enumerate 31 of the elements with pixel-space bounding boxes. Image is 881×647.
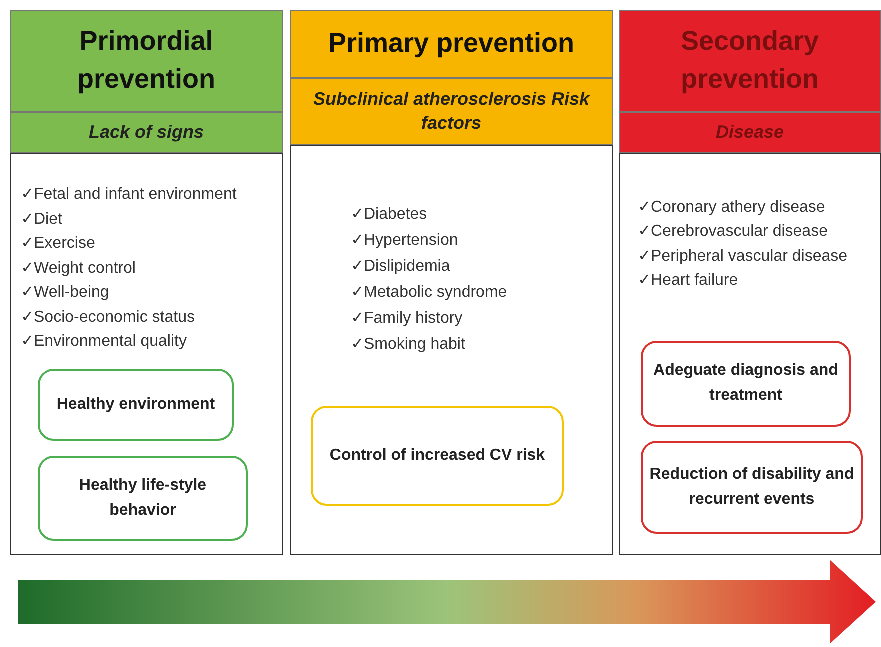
checklist-item: ✓Diabetes (351, 205, 428, 224)
subheader-band: Disease (619, 112, 881, 153)
checklist-item: ✓Dislipidemia (351, 257, 450, 276)
column-panel (10, 153, 283, 555)
checklist-item: ✓Metabolic syndrome (351, 283, 508, 302)
checklist-item: ✓Heart failure (638, 270, 738, 290)
checklist-item: ✓Fetal and infant environment (21, 185, 237, 204)
checklist-item: ✓Coronary athery disease (638, 198, 826, 217)
header-band: Primary prevention (290, 10, 613, 78)
checklist-item: ✓Smoking habit (351, 335, 466, 354)
outcome-box: Adeguate diagnosis and treatment (641, 341, 851, 427)
checklist-item: ✓Socio-economic status (21, 308, 195, 326)
outcome-box: Healthy environment (38, 369, 234, 441)
checklist-item: ✓Hypertension (351, 231, 458, 250)
header-band: Primordial prevention (10, 10, 283, 112)
checklist-item: ✓Weight control (21, 258, 136, 278)
subheader-band: Subclinical atherosclerosis Risk factors (290, 78, 613, 145)
column-panel (290, 145, 613, 555)
header-band: Secondary prevention (619, 10, 881, 112)
checklist-item: ✓Diet (21, 210, 62, 228)
checklist-item: ✓Well-being (21, 283, 110, 302)
outcome-box: Reduction of disability and recurrent events (641, 441, 863, 534)
checklist-item: ✓Family history (351, 309, 463, 328)
checklist-item: ✓Cerebrovascular disease (638, 222, 828, 242)
subheader-band: Lack of signs (10, 112, 283, 153)
checklist-item: ✓Exercise (21, 234, 96, 253)
checklist-item: ✓Environmental quality (21, 332, 187, 351)
checklist-item: ✓Peripheral vascular disease (638, 246, 848, 266)
column-panel (619, 153, 881, 555)
outcome-box: Healthy life-style behavior (38, 456, 248, 541)
outcome-box: Control of increased CV risk (311, 406, 564, 506)
